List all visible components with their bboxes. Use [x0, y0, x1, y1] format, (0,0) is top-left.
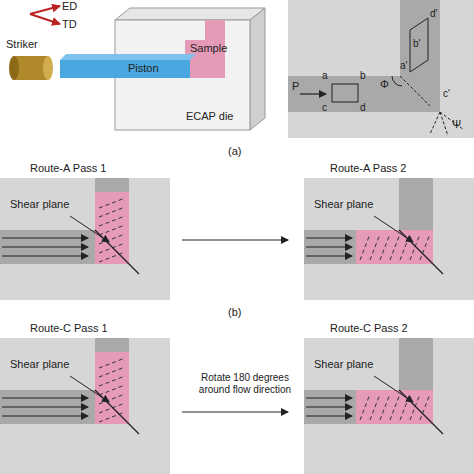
label: Piston — [128, 62, 159, 75]
flow-arrow — [2, 397, 88, 398]
shear-line — [410, 394, 420, 420]
label: Shear plane — [314, 198, 373, 211]
flow-arrow — [2, 255, 88, 256]
sample — [95, 192, 129, 264]
flow-arrow — [2, 415, 88, 416]
panel-ground — [304, 178, 474, 300]
label: c — [322, 102, 327, 114]
shear-line — [380, 234, 390, 260]
shear-line — [99, 412, 125, 422]
flow-arrow — [2, 246, 88, 247]
shear-line — [370, 234, 380, 260]
flow-arrow — [306, 397, 352, 398]
label: a — [322, 70, 328, 82]
shear-line — [99, 403, 125, 413]
flow-arrow — [306, 237, 352, 238]
label: Ψ — [452, 118, 461, 131]
flow-arrow — [306, 246, 352, 247]
shear-line — [99, 234, 125, 244]
leader-line — [374, 376, 413, 402]
shear-line — [99, 367, 125, 377]
shear-line — [99, 385, 125, 395]
label: a' — [400, 60, 407, 72]
shear-line — [390, 394, 400, 420]
horizontal-channel — [304, 230, 433, 264]
label: Shear plane — [10, 358, 69, 371]
shear-line — [380, 394, 390, 420]
shear-line — [99, 225, 125, 235]
label: Striker — [6, 38, 38, 51]
flow-arrow — [306, 406, 352, 407]
shear-line — [99, 376, 125, 386]
flow-arrow — [306, 255, 352, 256]
label: d — [360, 102, 366, 114]
sample — [356, 230, 433, 264]
leader-line — [374, 216, 413, 242]
shear-line — [360, 394, 370, 420]
panel-ground — [0, 338, 170, 474]
flow-arrow — [2, 237, 88, 238]
shear-line — [99, 394, 125, 404]
label: Sample — [190, 42, 227, 55]
label: Route-C Pass 2 — [330, 322, 408, 335]
leader-line — [70, 216, 109, 242]
label: Route-A Pass 1 — [30, 162, 106, 175]
label: Route-A Pass 2 — [330, 162, 406, 175]
leader-line — [70, 376, 109, 402]
label: TD — [62, 18, 77, 31]
shear-line — [99, 207, 125, 217]
shear-line — [99, 216, 125, 226]
label: Shear plane — [314, 358, 373, 371]
panel-ground — [0, 178, 170, 300]
panel-ground — [304, 338, 474, 474]
shear-line — [99, 243, 125, 253]
label: b' — [413, 38, 420, 50]
label: Shear plane — [10, 198, 69, 211]
shear-line — [360, 234, 370, 260]
shear-line — [370, 394, 380, 420]
label: (b) — [228, 306, 241, 319]
shear-line — [99, 358, 125, 368]
label: ECAP die — [186, 110, 234, 123]
flow-arrow — [306, 415, 352, 416]
label: P — [292, 80, 299, 93]
label: (a) — [228, 145, 241, 158]
shear-line — [99, 252, 125, 262]
horizontal-channel — [304, 390, 433, 424]
label: ED — [62, 0, 77, 13]
shear-line — [410, 234, 420, 260]
sample — [95, 352, 129, 424]
flow-arrow — [2, 406, 88, 407]
vertical-channel — [95, 338, 129, 424]
label: Φ — [380, 78, 389, 91]
label: Route-C Pass 1 — [30, 322, 108, 335]
shear-line — [99, 198, 125, 208]
label: b — [360, 70, 366, 82]
shear-line — [400, 234, 410, 260]
shear-line — [390, 234, 400, 260]
label: Rotate 180 degrees around flow direction — [186, 372, 304, 396]
sample — [356, 390, 433, 424]
shear-line — [400, 394, 410, 420]
label: d' — [430, 8, 437, 20]
label: c' — [443, 88, 450, 100]
vertical-channel — [95, 178, 129, 264]
